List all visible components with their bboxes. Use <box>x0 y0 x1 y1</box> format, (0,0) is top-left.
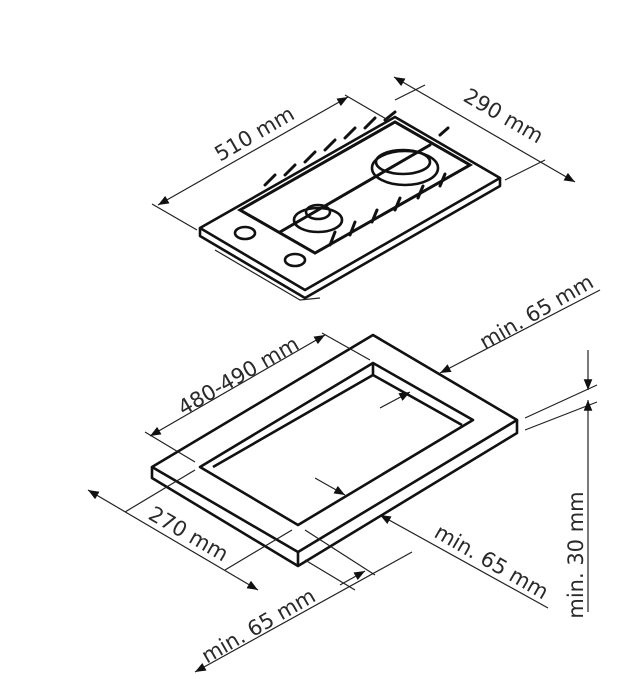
small-burner-icon <box>292 203 344 234</box>
cutout-length-label: 480-490 mm <box>174 332 303 420</box>
countertop-top <box>150 333 519 554</box>
grate-divider <box>278 143 432 234</box>
side-clearance-label: min. 65 mm <box>430 520 552 604</box>
cutout-width-label: 270 mm <box>145 502 233 567</box>
countertop-edges <box>150 420 519 568</box>
hob-width-label: 510 mm <box>211 102 299 167</box>
dimension-min-65-side: min. 65 mm <box>314 477 553 609</box>
grate-fingers-front <box>328 172 447 247</box>
dimension-510: 510 mm <box>151 94 389 231</box>
knob-icon <box>233 225 257 241</box>
front-clearance-label: min. 65 mm <box>197 584 319 668</box>
hob-front-edge <box>198 178 502 300</box>
dimension-290: 290 mm <box>393 76 576 183</box>
thickness-label: min. 30 mm <box>564 491 588 618</box>
cutout-inner-walls <box>212 363 463 469</box>
dimension-min-30: min. 30 mm <box>524 350 598 619</box>
knob-icon <box>283 252 307 268</box>
back-clearance-label: min. 65 mm <box>475 270 597 354</box>
hob-underside <box>214 249 321 301</box>
large-burner-icon <box>370 148 440 187</box>
hob-depth-label: 290 mm <box>460 84 548 149</box>
